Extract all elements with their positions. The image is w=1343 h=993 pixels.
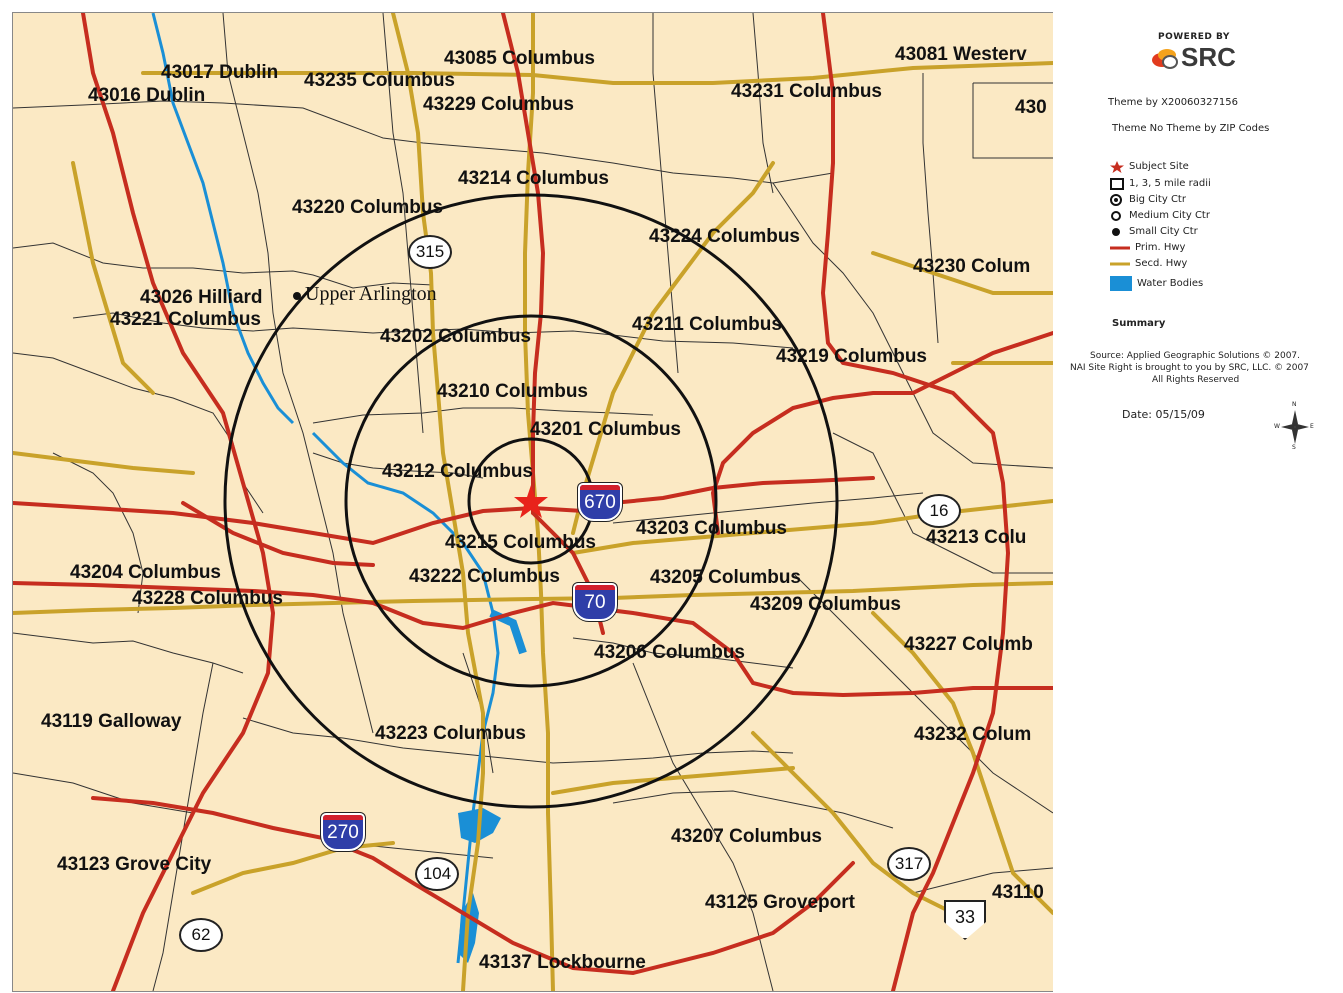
place-label-upper-arlington: Upper Arlington	[305, 283, 437, 305]
zip-label: 43223 Columbus	[375, 723, 526, 744]
legend-item-subject-site: Subject Site	[1110, 161, 1189, 173]
radius-circles	[223, 193, 839, 809]
zip-label: 43222 Columbus	[409, 566, 560, 587]
square-icon	[1110, 178, 1124, 190]
zip-label: 43207 Columbus	[671, 826, 822, 847]
interstate-670-shield: 670	[578, 483, 622, 521]
route-62-shield: 62	[179, 918, 223, 952]
zip-label: 43214 Columbus	[458, 168, 609, 189]
legend-item-primary-highway: Prim. Hwy	[1110, 242, 1185, 253]
route-317-shield: 317	[887, 847, 931, 881]
legend-item-secondary-highway: Secd. Hwy	[1110, 258, 1187, 269]
zip-label: 43224 Columbus	[649, 226, 800, 247]
primary-highway-line	[1110, 242, 1130, 253]
zip-label: 43219 Columbus	[776, 346, 927, 367]
zip-label: 430	[1015, 97, 1047, 118]
legend-label: Water Bodies	[1137, 278, 1204, 289]
summary-heading: Summary	[1112, 318, 1166, 329]
zip-label: 43231 Columbus	[731, 81, 882, 102]
secondary-highway-line	[1110, 258, 1130, 269]
zip-label: 43206 Columbus	[594, 642, 745, 663]
zip-label: 43201 Columbus	[530, 419, 681, 440]
radius-5-mile	[223, 193, 839, 809]
compass-e: E	[1310, 423, 1314, 430]
route-104-shield: 104	[415, 857, 459, 891]
zip-label: 43228 Columbus	[132, 588, 283, 609]
zip-label: 43213 Colu	[926, 527, 1027, 548]
secondary-highways	[13, 13, 1053, 991]
compass-w: W	[1274, 423, 1280, 430]
zip-label: 43230 Colum	[913, 256, 1031, 277]
zip-label: 43137 Lockbourne	[479, 952, 646, 973]
zip-label: 43204 Columbus	[70, 562, 221, 583]
source-line-2: NAI Site Right is brought to you by SRC,…	[1070, 363, 1309, 373]
zip-label: 43232 Colum	[914, 724, 1032, 745]
zip-label: 43110	[992, 882, 1044, 903]
zip-label: 43081 Westerv	[895, 44, 1027, 65]
src-logo: SRC	[1152, 42, 1236, 73]
legend-item-medium-city: Medium City Ctr	[1110, 210, 1210, 221]
zip-label: 43212 Columbus	[382, 461, 533, 482]
theme-by-label: Theme by X20060327156	[1108, 97, 1238, 108]
route-16-shield: 16	[917, 494, 961, 528]
legend-item-radii: 1, 3, 5 mile radii	[1110, 178, 1211, 190]
legend-label: Small City Ctr	[1129, 226, 1198, 237]
src-logo-icon	[1152, 47, 1178, 69]
compass-icon	[1281, 410, 1309, 444]
zip-label: 43026 Hilliard	[140, 287, 263, 308]
map-graphics	[13, 13, 1053, 991]
src-brand-text: SRC	[1181, 42, 1236, 72]
star-icon	[1110, 161, 1124, 173]
legend-label: Big City Ctr	[1129, 194, 1186, 205]
big-city-icon	[1110, 194, 1124, 206]
zip-label: 43210 Columbus	[437, 381, 588, 402]
legend-item-water: Water Bodies	[1110, 276, 1203, 291]
legend-panel: POWERED BY SRC Theme by X20060327156 The…	[1060, 12, 1343, 990]
us-315-shield: 315	[408, 235, 452, 269]
radius-3-mile	[344, 314, 718, 688]
source-line-3: All Rights Reserved	[1152, 375, 1240, 385]
interstate-70-shield: 70	[573, 583, 617, 621]
zip-label: 43220 Columbus	[292, 197, 443, 218]
zip-label: 43229 Columbus	[423, 94, 574, 115]
zip-label: 43016 Dublin	[88, 85, 206, 106]
zip-label: 43235 Columbus	[304, 70, 455, 91]
interstate-270-shield: 270	[321, 813, 365, 851]
legend-label: Secd. Hwy	[1135, 258, 1188, 269]
zip-label: 43211 Columbus	[632, 314, 782, 335]
compass-n: N	[1292, 401, 1297, 408]
powered-by-label: POWERED BY	[1158, 32, 1230, 42]
legend-item-small-city: Small City Ctr	[1110, 226, 1198, 237]
compass-s: S	[1292, 444, 1296, 451]
subject-site-star[interactable]	[514, 485, 548, 518]
zip-label: 43209 Columbus	[750, 594, 901, 615]
zip-label: 43085 Columbus	[444, 48, 595, 69]
legend-label: Medium City Ctr	[1129, 210, 1210, 221]
legend-label: 1, 3, 5 mile radii	[1129, 178, 1211, 189]
map-canvas[interactable]: 43085 Columbus 43081 Westerv 43017 Dubli…	[12, 12, 1053, 992]
compass-rose: N S E W	[1274, 401, 1315, 451]
zip-label: 43215 Columbus	[445, 532, 596, 553]
zip-label: 43221 Columbus	[110, 309, 261, 330]
zip-label: 43205 Columbus	[650, 567, 801, 588]
zip-label: 43125 Groveport	[705, 892, 855, 913]
zip-label: 43119 Galloway	[41, 711, 182, 732]
primary-highways	[13, 13, 1053, 991]
source-line-1: Source: Applied Geographic Solutions © 2…	[1090, 351, 1301, 361]
legend-item-big-city: Big City Ctr	[1110, 194, 1186, 206]
zip-label: 43202 Columbus	[380, 326, 531, 347]
zip-label: 43017 Dublin	[161, 62, 279, 83]
map-date: Date: 05/15/09	[1122, 408, 1205, 421]
legend-label: Prim. Hwy	[1135, 242, 1186, 253]
zip-label: 43123 Grove City	[57, 854, 212, 875]
zip-label: 43227 Columb	[904, 634, 1033, 655]
small-city-icon	[1110, 226, 1124, 237]
upper-arlington-dot	[293, 292, 301, 300]
water-swatch	[1110, 276, 1132, 291]
zip-label: 43203 Columbus	[636, 518, 787, 539]
medium-city-icon	[1110, 210, 1124, 221]
theme-no-label: Theme No Theme by ZIP Codes	[1112, 123, 1270, 134]
legend-label: Subject Site	[1129, 161, 1189, 172]
